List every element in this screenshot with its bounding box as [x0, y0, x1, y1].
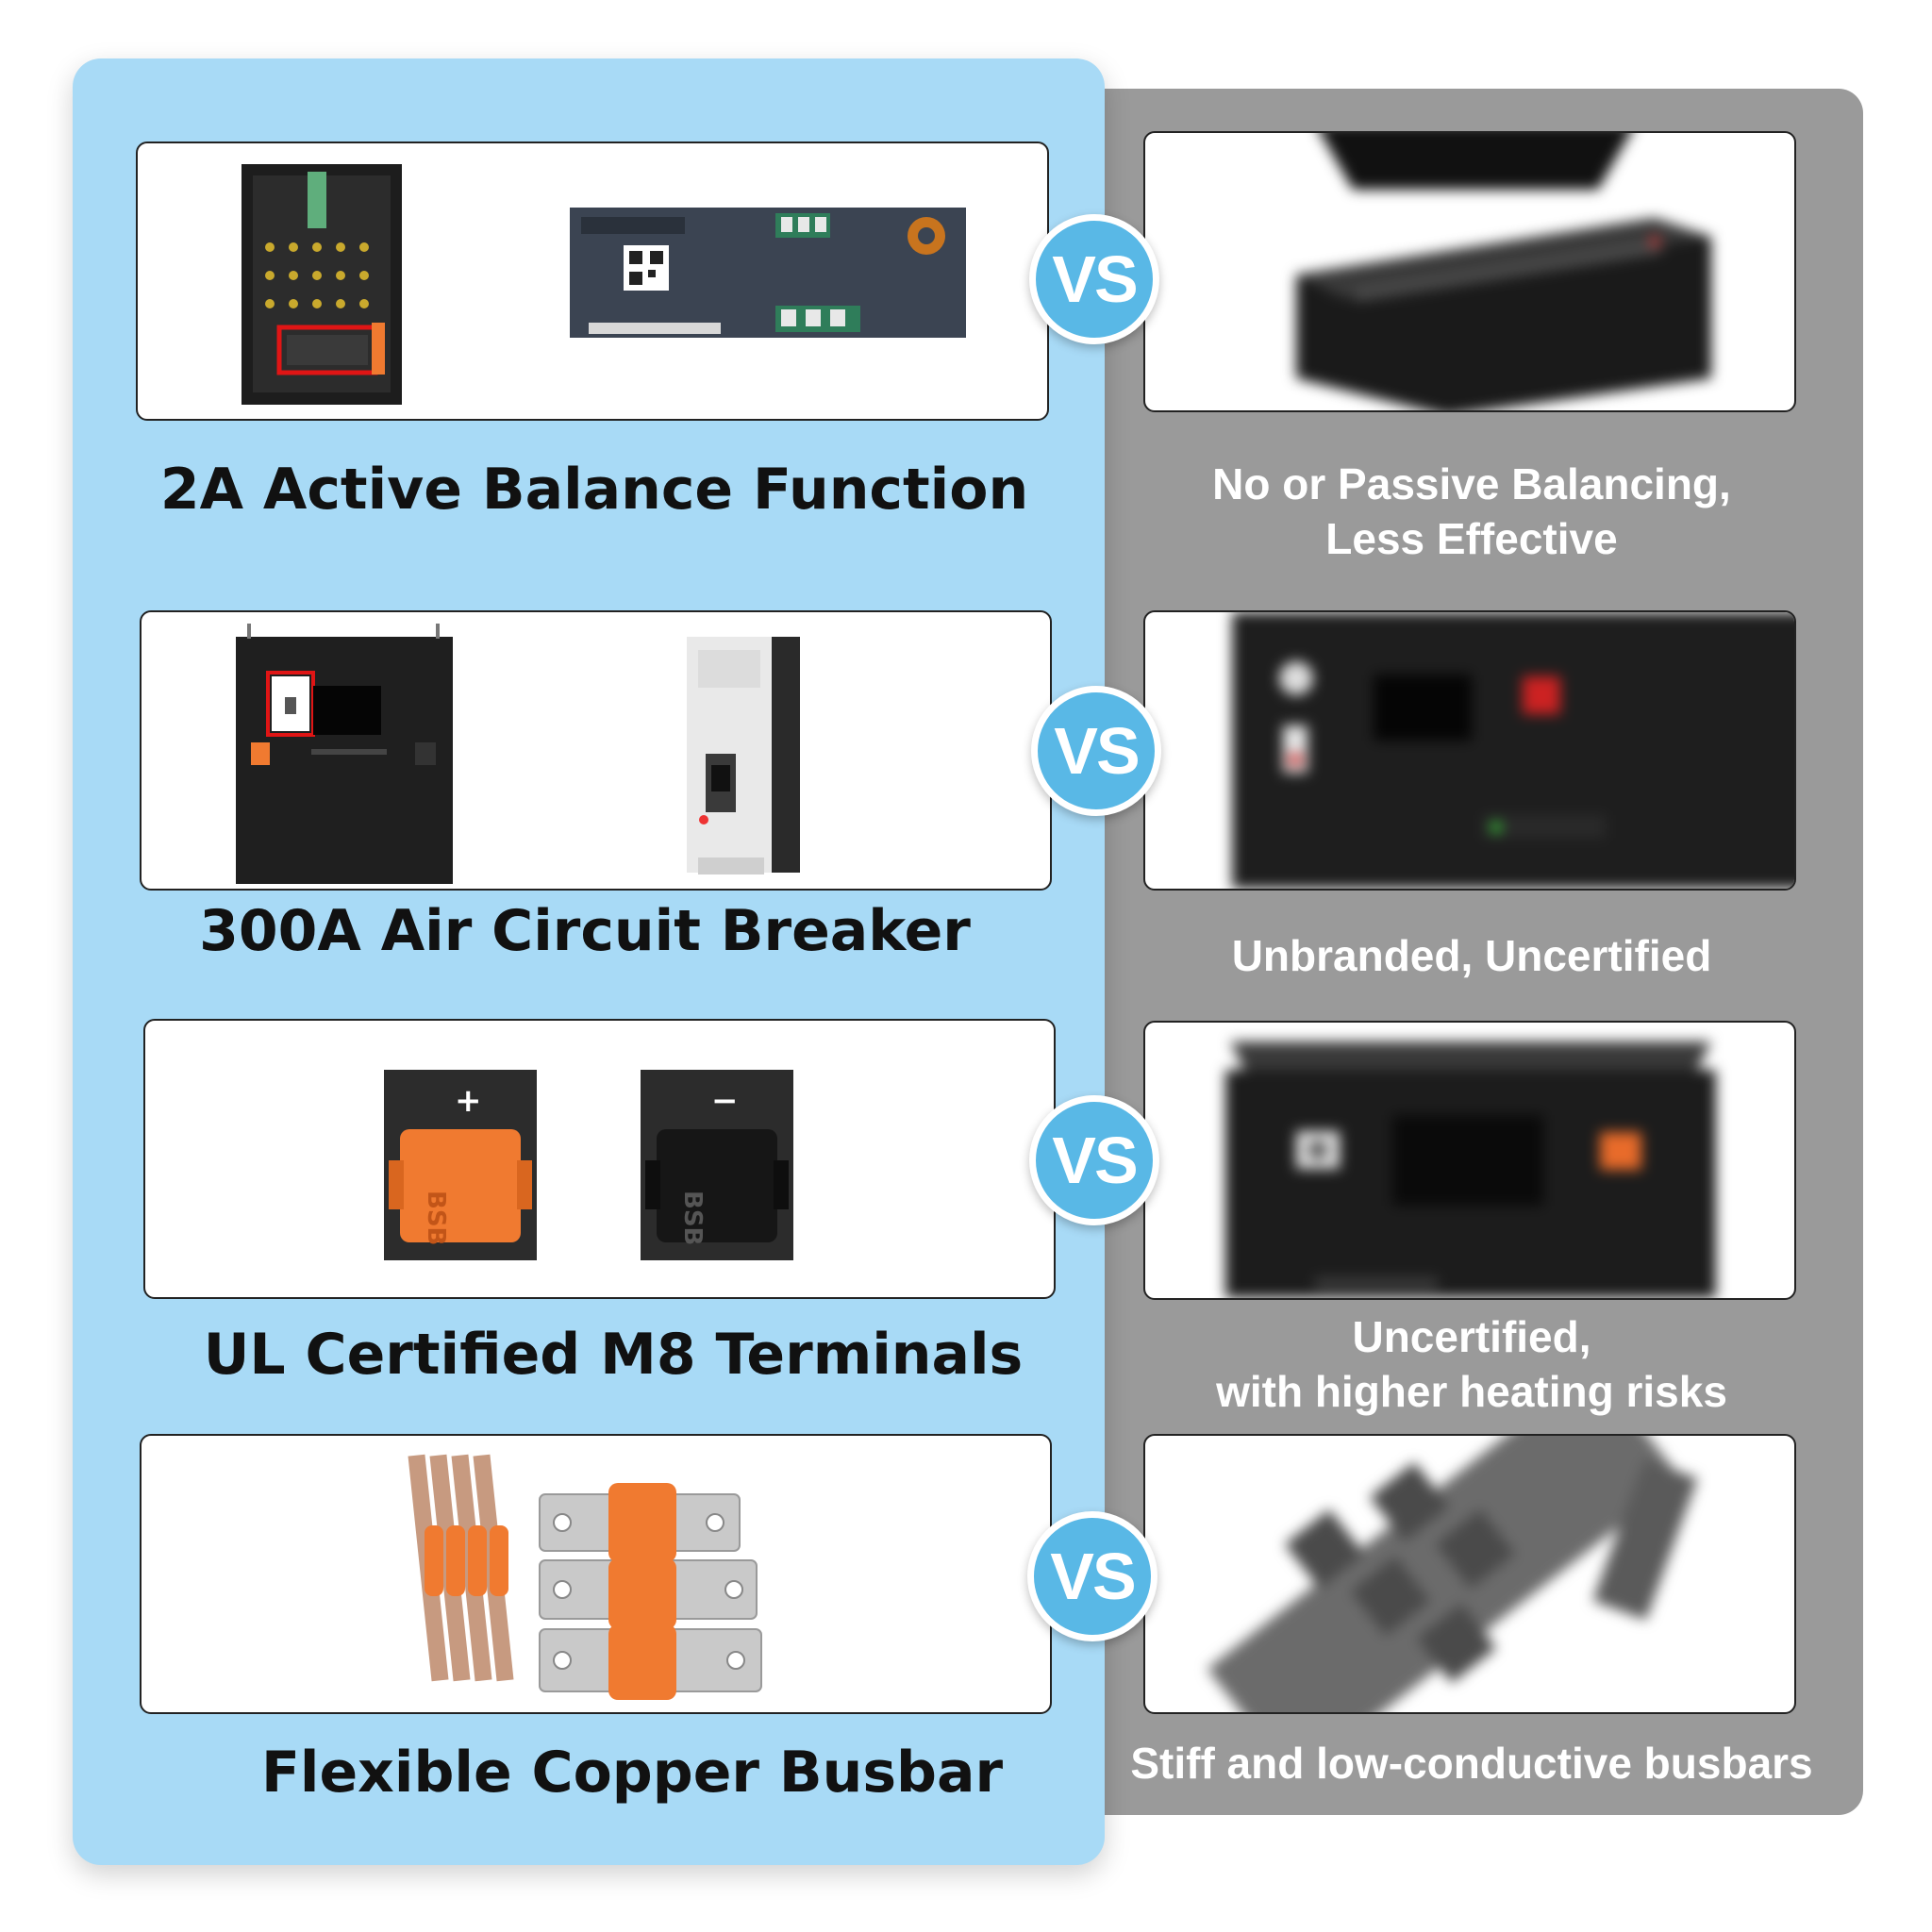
competitor-caption-4-line-1: Stiff and low-conductive busbars	[1130, 1739, 1813, 1788]
competitor-caption-1-line-1: No or Passive Balancing,	[1212, 459, 1731, 508]
terminals-illustration: + − BSB BSB	[384, 1070, 793, 1260]
busbar-illustration	[408, 1454, 762, 1700]
stiff-busbar-illustration	[1207, 1436, 1698, 1712]
feature-caption-1: 2A Active Balance Function	[159, 457, 1029, 523]
unbranded-breaker-illustration	[1232, 612, 1794, 889]
competitor-caption-3-line-1: Uncertified,	[1352, 1312, 1591, 1361]
competitor-caption-3: Uncertified, with higher heating risks	[1094, 1309, 1849, 1419]
competitor-caption-2: Unbranded, Uncertified	[1094, 928, 1849, 983]
negative-terminal-brand: BSB	[678, 1191, 707, 1245]
positive-symbol: +	[455, 1082, 482, 1120]
vs-badge-3: VS	[1029, 1095, 1159, 1225]
uncertified-terminals-illustration	[1225, 1041, 1716, 1298]
busbar-image-card	[140, 1434, 1052, 1714]
competitor-caption-4: Stiff and low-conductive busbars	[1094, 1736, 1849, 1790]
feature-caption-2: 300A Air Circuit Breaker	[199, 898, 971, 964]
vs-badge-1: VS	[1029, 214, 1159, 344]
breaker-image-card	[140, 610, 1052, 891]
competitor-image-card-4	[1143, 1434, 1796, 1714]
bms-image-card	[136, 142, 1049, 421]
competitor-caption-3-line-2: with higher heating risks	[1216, 1367, 1727, 1416]
breaker-illustration	[236, 624, 800, 884]
positive-terminal-brand: BSB	[422, 1191, 450, 1245]
bms-illustration	[242, 164, 966, 405]
competitor-caption-1-line-2: Less Effective	[1325, 514, 1618, 563]
vs-badge-2: VS	[1031, 686, 1161, 816]
passive-balancing-illustration	[1296, 133, 1711, 410]
competitor-caption-1: No or Passive Balancing, Less Effective	[1094, 457, 1849, 566]
competitor-image-card-1	[1143, 131, 1796, 412]
vs-badge-4: VS	[1027, 1511, 1158, 1641]
feature-caption-4: Flexible Copper Busbar	[260, 1740, 1004, 1806]
competitor-image-card-3	[1143, 1021, 1796, 1300]
feature-caption-3: UL Certified M8 Terminals	[203, 1322, 1024, 1388]
negative-symbol: −	[711, 1082, 739, 1120]
competitor-caption-2-line-1: Unbranded, Uncertified	[1231, 931, 1712, 980]
competitor-image-card-2	[1143, 610, 1796, 891]
terminals-image-card: + − BSB BSB	[143, 1019, 1056, 1299]
